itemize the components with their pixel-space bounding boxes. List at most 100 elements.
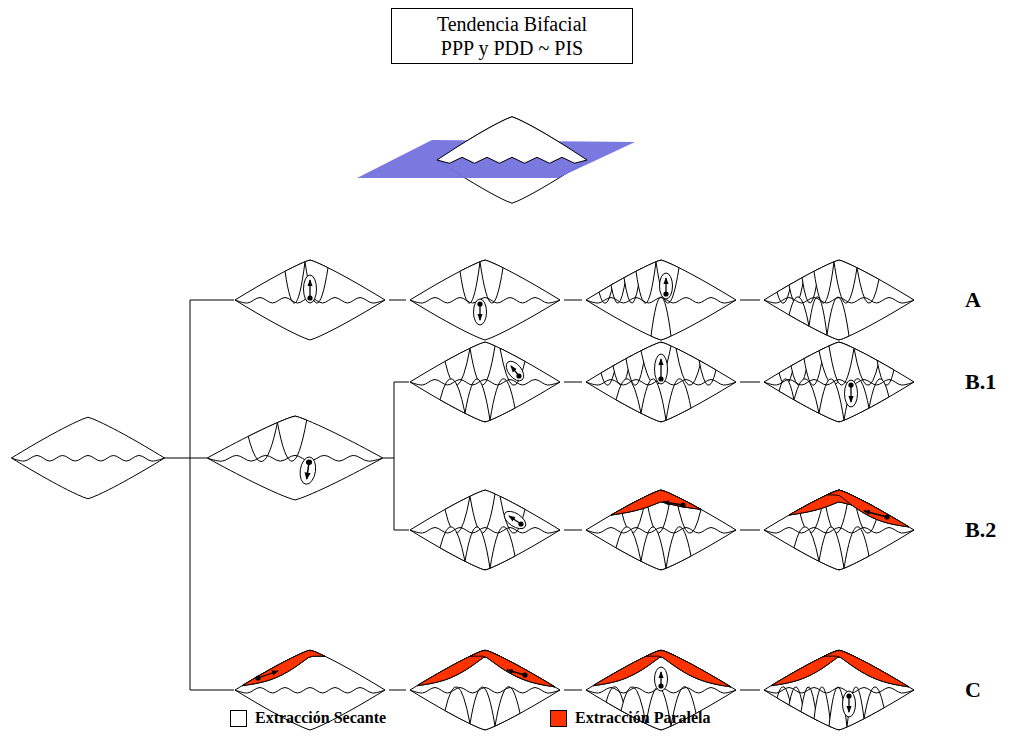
removal-arrow (258, 671, 278, 678)
parallel-scar (824, 651, 909, 687)
removal-arrow (848, 696, 849, 712)
removal-arrow (665, 278, 666, 294)
sequence-dash (564, 300, 582, 301)
biface-lens (410, 342, 560, 422)
legend-item: Extracción Secante (230, 709, 386, 727)
biface-lens (410, 650, 560, 730)
biface-lens (586, 342, 736, 422)
parallel-scar (242, 650, 325, 685)
lens-edge (410, 380, 560, 386)
lens-outline (207, 416, 383, 500)
bracket-line (394, 382, 409, 383)
removal-arrow (663, 502, 683, 505)
lens-outline (764, 490, 914, 570)
lens-outline (764, 342, 914, 422)
secant-scar (844, 527, 869, 568)
biface-lens (410, 260, 560, 340)
parallel-scar (824, 651, 909, 687)
sequence-dash (564, 530, 582, 531)
lens-edge (586, 528, 736, 534)
secant-scar (827, 297, 849, 340)
secant-scar (285, 262, 305, 303)
secant-scar (651, 297, 671, 340)
secant-scar (819, 527, 844, 570)
title-box: Tendencia Bifacial PPP y PDD ~ PIS (391, 8, 633, 64)
sequence-dash (389, 690, 406, 691)
removal-arrow (660, 359, 661, 379)
lens-edge (410, 528, 560, 534)
secant-scar (470, 490, 495, 533)
sequence-dash (740, 300, 760, 301)
biface-lens (586, 490, 736, 570)
biface-lens (410, 490, 560, 570)
bracket-line (190, 300, 191, 690)
active-scar (660, 273, 673, 299)
parallel-scar (827, 490, 909, 527)
lens-edge (764, 380, 914, 386)
lens-edge (410, 298, 560, 304)
sequence-label: B.2 (965, 517, 996, 543)
lens-outline (12, 417, 165, 499)
bracket-line (190, 300, 234, 301)
active-scar (845, 380, 858, 407)
sequence-label: C (965, 677, 981, 703)
lens-outline (410, 490, 560, 570)
active-scar (655, 354, 668, 384)
sequence-dash (564, 690, 582, 691)
secant-scar (819, 379, 844, 422)
removal-arrow (864, 511, 887, 517)
biface-lens (207, 416, 383, 500)
lens-edge (410, 688, 560, 694)
lens-outline (764, 260, 914, 340)
lens-outline (235, 260, 385, 340)
parallel-scar (611, 490, 701, 515)
sequence-label: B.1 (965, 369, 996, 395)
biface-lens (764, 342, 914, 422)
biface-lens (764, 490, 914, 570)
reference-lens-upper (437, 117, 587, 163)
removal-arrow (660, 672, 661, 686)
initial-blank (12, 417, 165, 499)
lens-outline (764, 650, 914, 730)
lens-edge (764, 688, 914, 694)
legend-swatch (230, 710, 247, 727)
lens-edge (235, 688, 385, 694)
lens-edge (764, 528, 914, 534)
lens-outline (410, 650, 560, 730)
parallel-scar (470, 651, 555, 687)
legend-text: Extracción Secante (255, 709, 386, 727)
secant-scar (277, 416, 306, 461)
removal-arrow (507, 670, 525, 675)
sequence-dash (564, 382, 582, 383)
secant-scar (641, 342, 671, 385)
bracket-line (383, 458, 394, 459)
removal-arrow (309, 280, 310, 298)
secant-scar (460, 262, 480, 303)
active-scar (474, 299, 487, 325)
secant-scar (465, 527, 490, 570)
secant-scar (490, 527, 515, 568)
secant-scar (779, 379, 794, 400)
sequence-label: A (965, 287, 981, 313)
secant-scar (470, 342, 495, 385)
secant-scar (470, 687, 495, 730)
secant-scar (611, 277, 626, 304)
secant-scar (857, 268, 879, 304)
lens-edge (12, 455, 165, 461)
active-scar (298, 456, 317, 485)
secant-scar (829, 342, 854, 385)
removal-arrow (509, 516, 521, 524)
secant-scar (641, 379, 666, 422)
lens-edge (207, 455, 383, 461)
title-text: Tendencia Bifacial PPP y PDD ~ PIS (426, 12, 598, 60)
removal-arrow (511, 366, 519, 376)
bracket-line (164, 458, 190, 459)
parallel-scar (827, 490, 909, 527)
removal-arrow (850, 385, 851, 402)
sequence-dash (740, 530, 760, 531)
secant-scar (445, 687, 470, 724)
parallel-scar (611, 490, 701, 515)
lens-outline (586, 260, 736, 340)
parallel-scar (470, 651, 555, 687)
